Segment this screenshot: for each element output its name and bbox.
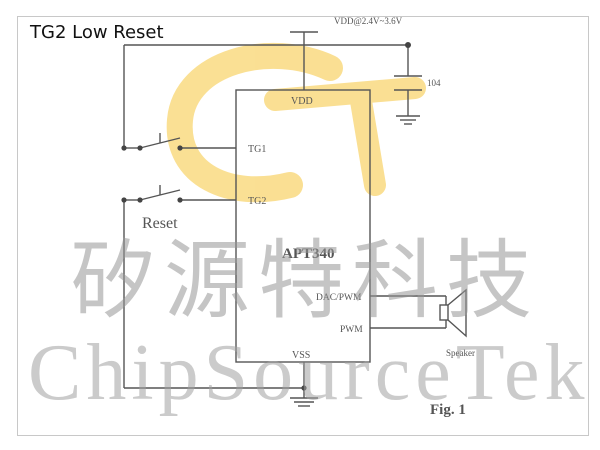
pin-label-vdd: VDD [291, 96, 313, 107]
watermark-english: ChipSourceTek [28, 329, 590, 417]
logo-watermark [166, 43, 426, 203]
reset-label: Reset [142, 215, 178, 232]
watermark-chinese: 矽源特科技 [70, 231, 540, 331]
diagram-title: TG2 Low Reset [30, 22, 164, 43]
pin-label-dac-pwm: DAC/PWM [316, 293, 362, 303]
speaker-cone-icon [447, 288, 467, 338]
node-dot [405, 42, 411, 48]
speaker-label: Speaker [446, 348, 475, 358]
node-dot [137, 197, 143, 203]
logo-stem [349, 84, 386, 196]
pin-label-pwm: PWM [340, 325, 363, 335]
figure-label: Fig. 1 [430, 402, 466, 418]
figure-frame [17, 16, 589, 436]
pin-label-tg1: TG1 [248, 144, 266, 155]
logo-bar [264, 77, 426, 111]
speaker-coil [439, 304, 449, 321]
chip-name: APT340 [282, 246, 335, 262]
node-dot [121, 197, 127, 203]
node-dot [301, 385, 307, 391]
chip-body [235, 89, 371, 363]
supply-label: VDD@2.4V~3.6V [334, 16, 403, 26]
pin-label-tg2: TG2 [248, 196, 266, 207]
pin-label-vss: VSS [292, 350, 310, 361]
logo-arc [166, 43, 343, 203]
node-dot [177, 145, 183, 151]
node-dot [121, 145, 127, 151]
node-dot [177, 197, 183, 203]
capacitor-label: 104 [427, 78, 441, 88]
node-dot [137, 145, 143, 151]
